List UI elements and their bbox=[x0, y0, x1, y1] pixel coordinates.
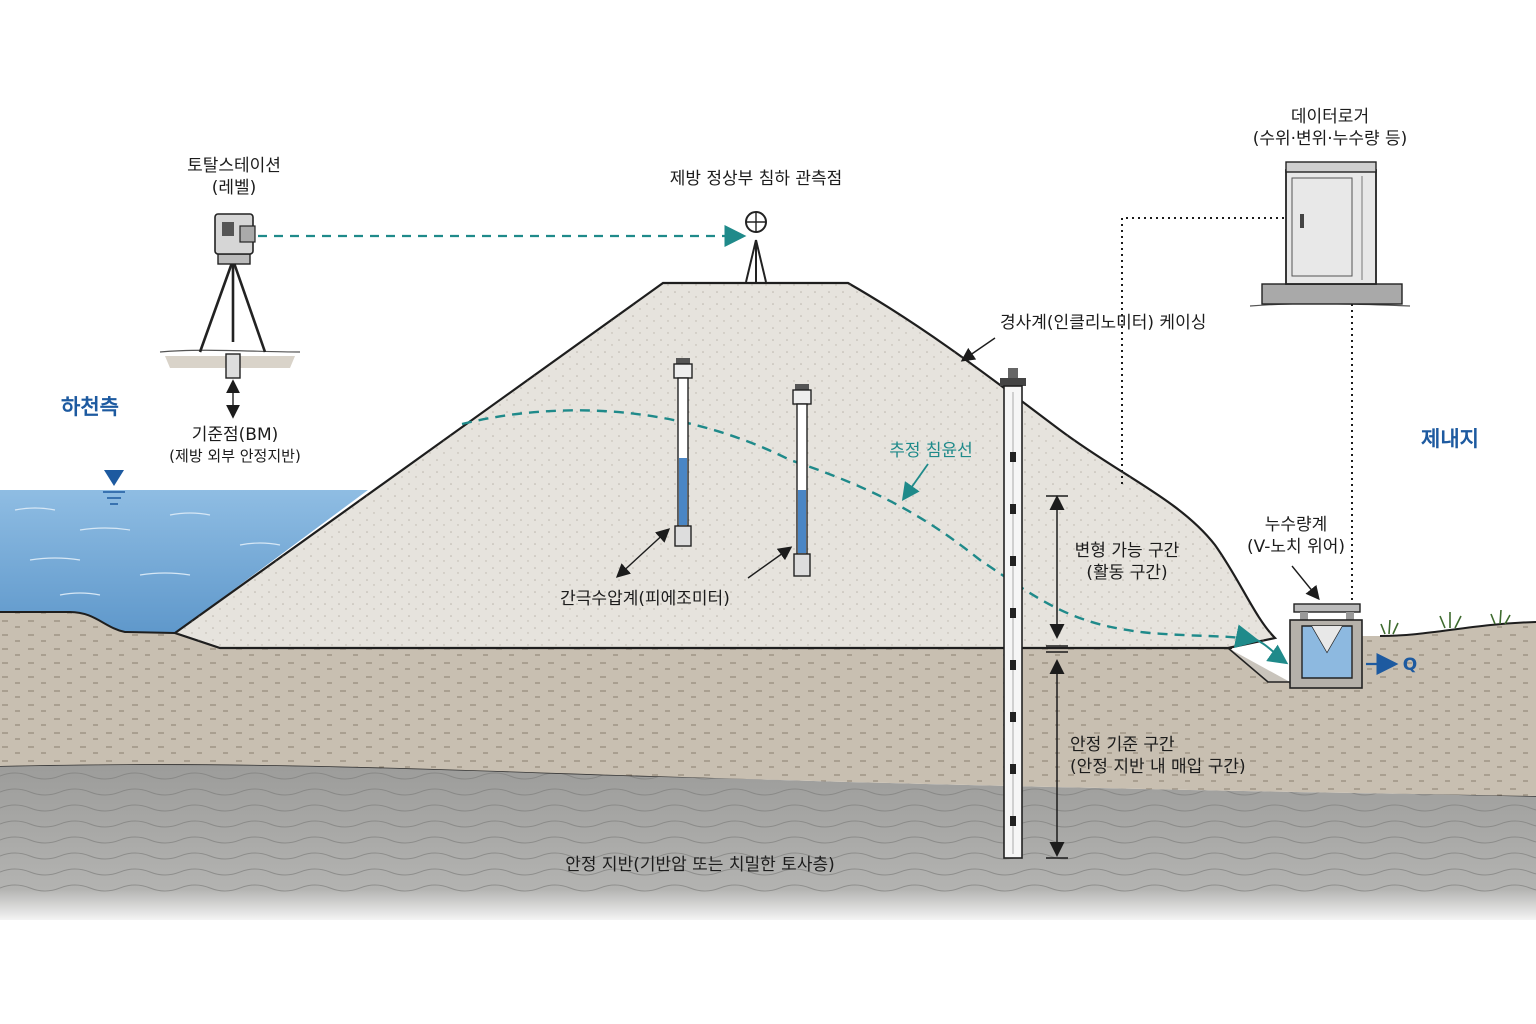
seepage-meter-pointer bbox=[1291, 565, 1320, 601]
stable-zone-label-line1: 안정 기준 구간 bbox=[1070, 735, 1175, 755]
foundation-texture bbox=[0, 612, 1536, 796]
landside-label: 제내지 bbox=[1421, 427, 1479, 451]
datalogger-cable-inclinometer bbox=[1121, 217, 1284, 486]
total-station-icon bbox=[159, 213, 301, 379]
water-ripples bbox=[14, 507, 281, 596]
river-water bbox=[0, 490, 368, 633]
phreatic-line bbox=[461, 409, 1260, 649]
landside-ground-line bbox=[1379, 621, 1536, 637]
seepage-meter-label: 누수량계 (V-노치 위어) bbox=[1236, 514, 1356, 558]
piezometer-label: 간극수압계(피에조미터) bbox=[560, 589, 730, 609]
stable-zone-label-line2: (안정 지반 내 매입 구간) bbox=[1070, 757, 1246, 777]
embankment-texture bbox=[175, 283, 1275, 648]
stable-zone-label: 안정 기준 구간 (안정 지반 내 매입 구간) bbox=[1070, 734, 1290, 778]
total-station-label: 토탈스테이션 (레벨) bbox=[164, 155, 304, 199]
total-station-label-line2: (레벨) bbox=[211, 178, 257, 198]
datalogger-label: 데이터로거 (수위·변위·누수량 등) bbox=[1220, 106, 1440, 150]
inclinometer-pointer bbox=[960, 337, 996, 362]
flow-label: Q bbox=[1402, 655, 1418, 675]
river-side-label: 하천측 bbox=[61, 395, 119, 419]
piezometer-icon bbox=[792, 384, 812, 577]
inclinometer-casing-label: 경사계(인클리노미터) 케이싱 bbox=[1000, 313, 1207, 333]
seepage-meter-label-line1: 누수량계 bbox=[1264, 515, 1328, 535]
crest-point-label: 제방 정상부 침하 관측점 bbox=[669, 169, 843, 189]
deformable-zone-label-line2: (활동 구간) bbox=[1086, 563, 1168, 583]
benchmark-label-line2: (제방 외부 안정지반) bbox=[169, 447, 301, 465]
phreatic-line-exit bbox=[1244, 635, 1289, 665]
bedrock-label: 안정 지반(기반암 또는 치밀한 토사층) bbox=[565, 855, 835, 875]
piezometer-icon bbox=[673, 358, 693, 547]
phreatic-line-label: 추정 침윤선 bbox=[889, 441, 973, 461]
stable-zone-dimension bbox=[1046, 659, 1068, 859]
datalogger-cabinet-icon bbox=[1249, 161, 1411, 307]
piezometer-pointer-left bbox=[615, 528, 671, 578]
total-station-label-line1: 토탈스테이션 bbox=[187, 156, 281, 176]
datalogger-label-line1: 데이터로거 bbox=[1290, 107, 1370, 127]
benchmark-label: 기준점(BM) (제방 외부 안정지반) bbox=[150, 424, 320, 466]
inclinometer-icon bbox=[1000, 368, 1026, 859]
river-bank-line bbox=[0, 611, 176, 634]
piezometer-pointer-right bbox=[747, 546, 793, 579]
deformable-zone-label: 변형 가능 구간 (활동 구간) bbox=[1062, 540, 1192, 584]
phreatic-label-pointer bbox=[901, 463, 929, 501]
datalogger-label-line2: (수위·변위·누수량 등) bbox=[1252, 129, 1408, 149]
grass-icon bbox=[1380, 609, 1511, 635]
v-notch-weir-icon bbox=[1227, 603, 1363, 689]
bedrock-texture bbox=[0, 764, 1536, 900]
deformable-zone-dimension bbox=[1046, 495, 1068, 653]
seepage-meter-label-line2: (V-노치 위어) bbox=[1247, 537, 1345, 557]
water-level-icon bbox=[103, 470, 125, 505]
survey-target-icon bbox=[745, 211, 767, 283]
benchmark-label-line1: 기준점(BM) bbox=[191, 425, 279, 445]
deformable-zone-label-line1: 변형 가능 구간 bbox=[1074, 541, 1180, 561]
